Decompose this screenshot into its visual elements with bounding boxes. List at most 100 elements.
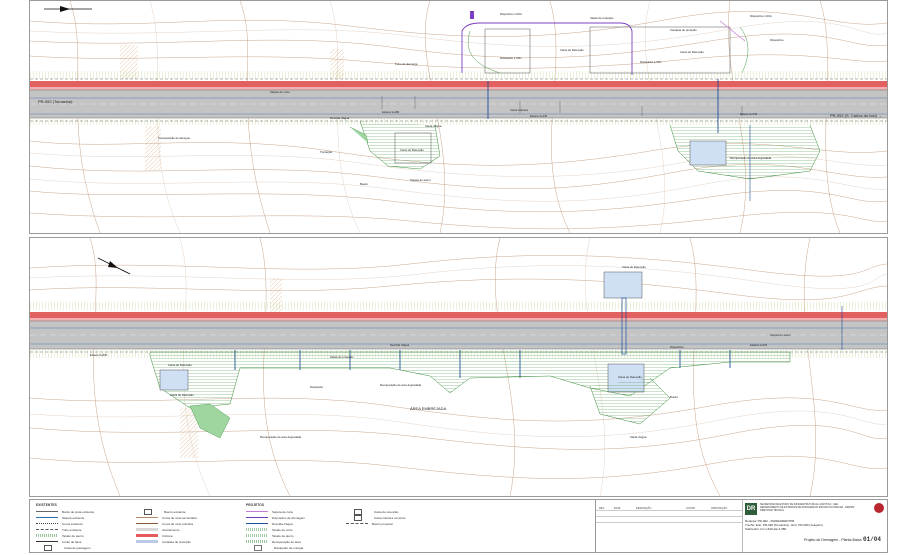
bike-lane-edge bbox=[30, 87, 887, 90]
legend-symbol bbox=[136, 534, 158, 537]
gully-hatch bbox=[145, 126, 161, 171]
top-label-17: Bueiro bbox=[360, 182, 369, 186]
legend-symbol bbox=[246, 534, 268, 537]
bottom-label-5: ÁREA EMBREJADA bbox=[410, 406, 447, 411]
legend-existing-item-5: Limite de faixa bbox=[36, 539, 81, 544]
legend-label: Caixa de passagem bbox=[64, 545, 91, 550]
legend-label: Dissipador de energia bbox=[274, 545, 304, 550]
legend-label: Talude de aterro bbox=[272, 533, 294, 538]
bottom-label-13: Valeta de proteção bbox=[330, 355, 354, 359]
bottom-label-3: Caixa de Retenção bbox=[170, 393, 194, 397]
legend-project-title: PROJETOS bbox=[246, 503, 265, 507]
legend-label: Cerca existente bbox=[62, 521, 83, 526]
top-label-6: Tubo de descarga bbox=[395, 62, 418, 66]
bottom-label-0: Caixa de Retenção bbox=[622, 265, 646, 269]
legend-label: Tubo existente bbox=[62, 527, 82, 532]
legend-label: Acostamento bbox=[162, 527, 180, 532]
recovery-area-1 bbox=[359, 120, 441, 170]
state-emblem bbox=[874, 503, 884, 513]
bottom-label-15: Estaca 4+020 bbox=[750, 343, 768, 347]
legend-label: Dispositivo de drenagem bbox=[272, 515, 306, 520]
road-label-right: PR-092 (S. Carlos do Ivaí) → bbox=[830, 113, 882, 118]
embankment-hatch-bottom bbox=[30, 119, 887, 125]
bottom-label-7: Descida d'água bbox=[390, 343, 410, 347]
top-label-8: Caixa de Retenção bbox=[400, 148, 424, 152]
north-arrow bbox=[44, 6, 92, 12]
legend-symbol bbox=[36, 511, 58, 512]
legend-symbol bbox=[354, 514, 362, 521]
legend-label: Sarjeta existente bbox=[62, 515, 85, 520]
bottom-label-2: Caixa de Retenção bbox=[168, 363, 192, 367]
legend-existing-item-3: Tubo existente bbox=[36, 527, 82, 532]
legend-project-item-3: Talude de corte bbox=[246, 527, 293, 532]
bottom-label-12: Saída d'água bbox=[630, 435, 647, 439]
legend-label: Caixa coletora concreto bbox=[374, 515, 406, 520]
drainage-device-north bbox=[461, 22, 633, 75]
revision-header-1: DATA bbox=[614, 506, 621, 510]
subtrecho-field: Subtrecho: km 1,620 até 2,380 bbox=[745, 527, 787, 531]
legend-existing-item-8: Curva de nível secundária bbox=[136, 515, 197, 520]
title-block-info: DR SECRETARIA DE ESTADO DE INFRAESTRUTUR… bbox=[742, 500, 887, 552]
agency-line-0: SECRETARIA DE ESTADO DE INFRAESTRUTURA E… bbox=[760, 503, 839, 506]
top-label-15: Dispositivo bbox=[770, 38, 784, 42]
legend-existing-item-11: Ciclovia bbox=[136, 533, 173, 538]
legend-label: Sarjeta de corte bbox=[272, 509, 294, 514]
top-label-19: Recuperação de área degradada bbox=[730, 156, 771, 160]
bottom-label-8: Sarjeta de aterro bbox=[770, 333, 791, 337]
revision-header-2: DESCRIÇÃO bbox=[636, 506, 652, 510]
top-label-21: Estaca 3+440 bbox=[530, 114, 548, 118]
station-callouts bbox=[381, 96, 743, 116]
top-label-9: Saída d'água bbox=[425, 124, 442, 128]
top-label-22: Estaca 3+640 bbox=[740, 112, 758, 116]
legend-symbol bbox=[144, 508, 152, 515]
agency-line-1: DEPARTAMENTO DE ESTRADAS DE RODAGEM DO E… bbox=[760, 506, 855, 510]
retention-box-bottom-3 bbox=[159, 369, 189, 391]
legend-label: Talude de corte bbox=[272, 527, 293, 532]
top-label-11: Caixa coletora bbox=[510, 108, 528, 112]
legend-label: Curva de nível primária bbox=[162, 521, 194, 526]
agency-name: SECRETARIA DE ESTADO DE INFRAESTRUTURA E… bbox=[760, 503, 870, 513]
legend-symbol bbox=[36, 541, 58, 542]
top-label-2: Caixa de Retenção bbox=[560, 48, 584, 52]
legend-symbol bbox=[354, 508, 362, 515]
legend-existing-item-2: Cerca existente bbox=[36, 521, 83, 526]
legend-label: Canaleta de proteção bbox=[162, 539, 191, 544]
retention-box-1 bbox=[484, 28, 531, 74]
legend-existing-item-1: Sarjeta existente bbox=[36, 515, 84, 520]
top-label-1: Dispositivo 1,00m bbox=[750, 14, 773, 18]
top-label-20: Estaca 3+280 bbox=[382, 110, 400, 114]
legend-symbol bbox=[246, 528, 268, 531]
legend-label: Descida d'água bbox=[272, 521, 293, 526]
legend-symbol bbox=[36, 523, 58, 524]
embankment-hatch-top bbox=[30, 71, 887, 79]
legend-existing-item-0: Bordo de pista existente bbox=[36, 509, 94, 514]
legend-symbol bbox=[246, 523, 268, 524]
legend-symbol bbox=[36, 529, 58, 530]
sheet-number: 01/04 bbox=[862, 536, 881, 543]
north-arrow bbox=[97, 257, 131, 275]
legend-project-item-1: Dispositivo de drenagem bbox=[246, 515, 305, 520]
bottom-label-6: Dissipador bbox=[310, 385, 323, 389]
revision-header-4: APROVAÇÃO bbox=[711, 506, 728, 510]
legend-existing-item-9: Curva de nível primária bbox=[136, 521, 193, 526]
bottom-label-14: Estaca 3+800 bbox=[90, 353, 108, 357]
legend-symbol bbox=[44, 544, 52, 551]
plan-panel-top: PR-092 (Tomazina) PR-092 (S. Carlos do I… bbox=[29, 0, 888, 234]
legend-symbol bbox=[254, 544, 262, 551]
bottom-label-11: Recuperação de área degradada bbox=[260, 435, 301, 439]
legend: EXISTENTES PROJETOS Bordo de pista exist… bbox=[29, 499, 597, 553]
legend-symbol bbox=[246, 540, 268, 543]
legend-label: Curva de nível secundária bbox=[162, 515, 197, 520]
bike-lane bbox=[30, 312, 887, 318]
retention-box-2 bbox=[589, 26, 731, 74]
top-label-16: Transição bbox=[320, 150, 333, 154]
agency-logo: DR bbox=[745, 503, 757, 515]
agency-line-2: DIRETORIA TÉCNICA bbox=[760, 509, 784, 513]
legend-project-item-8: Caixa coletora concreto bbox=[346, 514, 406, 521]
legend-project-item-4: Talude de aterro bbox=[246, 533, 294, 538]
